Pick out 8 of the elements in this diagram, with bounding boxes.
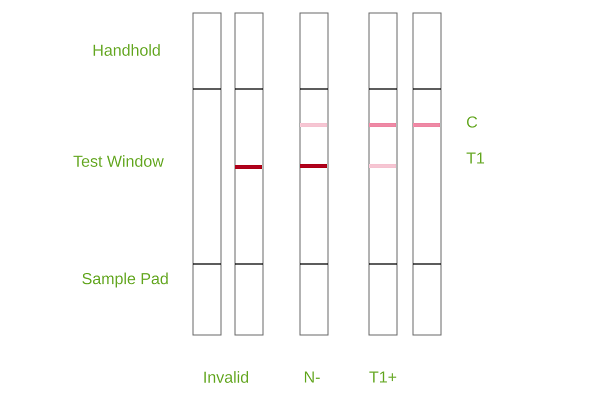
- zone-label: Test Window: [73, 155, 164, 167]
- zone-label: Sample Pad: [82, 272, 168, 288]
- result-label: Invalid: [204, 371, 248, 383]
- zone-label: Handhold: [94, 44, 160, 56]
- line-label: T1: [466, 152, 484, 164]
- result-label: N-: [304, 372, 320, 382]
- result-label: T1+: [369, 372, 396, 382]
- line-label: C: [467, 116, 478, 128]
